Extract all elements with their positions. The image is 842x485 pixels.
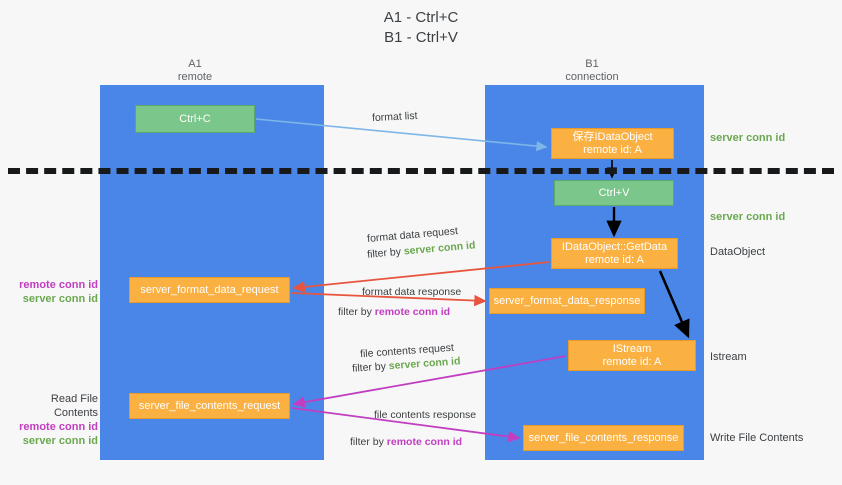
edge-label-file-contents-response: file contents response (374, 409, 477, 421)
filter-key-server-conn-id: server conn id (388, 355, 461, 373)
box-istream[interactable]: IStream remote id: A (568, 340, 696, 371)
box-ctrl-v[interactable]: Ctrl+V (554, 180, 674, 206)
annotation-server-conn-id-mid: server conn id (710, 211, 786, 223)
annotation-write-file-contents: Write File Contents (710, 432, 804, 444)
annotation-remote-conn-id: remote conn id (19, 421, 98, 433)
column-header-a1: A1 remote (177, 58, 213, 83)
annotation-server-conn-id: server conn id (22, 293, 98, 305)
edge-label-file-contents-response-filter: filter by remote conn id (350, 435, 462, 449)
filter-prefix: filter by (366, 245, 405, 261)
filter-prefix: filter by (351, 360, 390, 375)
annotation-istream: Istream (710, 351, 747, 363)
filter-key-remote-conn-id: remote conn id (386, 436, 463, 448)
annotation-left-conn-ids-2: Read File Contents remote conn id server… (8, 392, 98, 448)
phase-divider (8, 168, 834, 180)
annotation-server-conn-id: server conn id (22, 435, 98, 447)
filter-key-server-conn-id: server conn id (403, 239, 476, 258)
filter-prefix: filter by (338, 306, 375, 318)
box-server-file-contents-response[interactable]: server_file_contents_response (523, 425, 684, 451)
annotation-server-conn-id-top: server conn id (710, 132, 786, 144)
box-save-idataobject[interactable]: 保存IDataObject remote id: A (551, 128, 674, 159)
filter-key-remote-conn-id: remote conn id (374, 306, 451, 318)
page-title: A1 - Ctrl+C B1 - Ctrl+V (383, 9, 459, 46)
annotation-read-file-contents: Read File Contents (50, 393, 98, 419)
filter-prefix: filter by (350, 436, 387, 448)
edge-label-format-list: format list (371, 109, 418, 125)
box-server-format-data-request[interactable]: server_format_data_request (129, 277, 290, 303)
annotation-remote-conn-id: remote conn id (19, 279, 98, 291)
edge-label-format-data-response-filter: filter by remote conn id (338, 305, 450, 319)
box-server-format-data-response[interactable]: server_format_data_response (489, 288, 645, 314)
box-idataobject-getdata[interactable]: IDataObject::GetData remote id: A (551, 238, 678, 269)
annotation-left-conn-ids-1: remote conn id server conn id (10, 278, 98, 306)
box-ctrl-c[interactable]: Ctrl+C (135, 105, 255, 133)
annotation-dataobject: DataObject (710, 246, 766, 258)
box-server-file-contents-request[interactable]: server_file_contents_request (129, 393, 290, 419)
edge-label-format-data-response: format data response (362, 286, 462, 298)
column-header-b1: B1 connection (565, 58, 619, 83)
